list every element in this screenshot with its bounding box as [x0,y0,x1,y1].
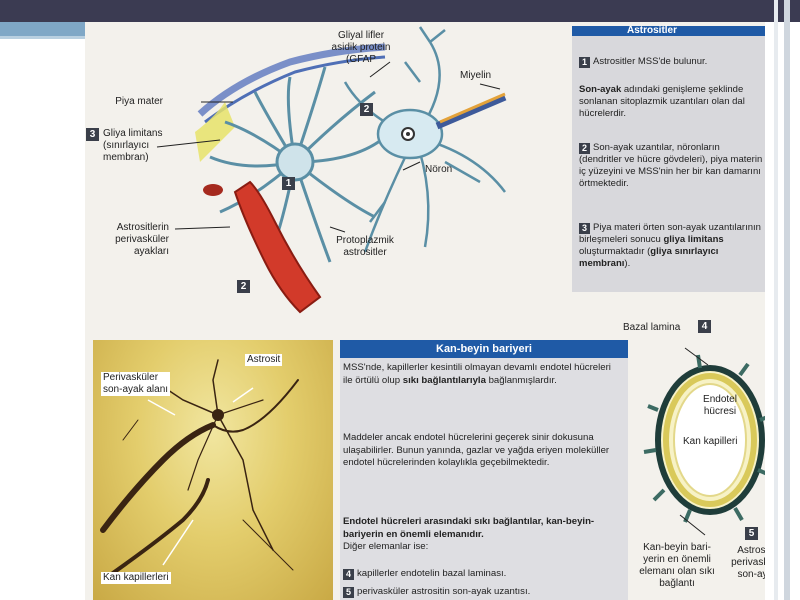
slide-top-bar [0,0,800,22]
callout-1: 1 [282,177,295,190]
label-piya-mater: Piya mater [115,96,163,107]
label-miyelin: Miyelin [460,70,492,81]
label-noron: Nöron [425,164,453,175]
callout-2-top: 2 [360,103,373,116]
capillary-diagram [643,347,765,536]
callout-3: 3 [86,128,99,141]
label-endotel-hucresi: Endotel hücresi [703,394,737,417]
label-kan-beyin-bariyer: Kan-beyin bari- yerin en önemli elemanı … [639,542,715,589]
label-kan-kapillerleri: Kan kapillerleri [101,572,171,584]
blood-brain-barrier-box: Kan-beyin bariyeri MSS'nde, kapillerler … [340,340,628,600]
callout-4: 4 [698,320,711,333]
label-perivaskuler-alan: Perivasküler son-ayak alanı [101,372,171,396]
slide-accent-line [0,36,95,39]
label-kan-kapilleri: Kan kapilleri [683,436,738,447]
bbb-paragraph-2: Maddeler ancak endotel hücrelerini geçer… [343,432,610,468]
info-item-son-ayak: Son-ayak adındaki genişleme şeklinde son… [579,84,745,119]
label-astrosit: Astrosit [245,354,283,366]
astrocyte-diagram [156,26,507,314]
label-astrosit-perivaskuler: Astrosi perivaskü son-ay [731,545,765,580]
label-bazal-lamina: Bazal lamina [623,322,681,333]
slide-accent-bar [0,22,95,36]
label-perivaskuler-ayaklar: Astrositlerin perivasküler ayakları [115,222,169,257]
slide-right-decoration [760,0,800,600]
bbb-paragraph-1: MSS'nde, kapillerler kesintili olmayan d… [343,362,611,386]
label-gliya-limitans: Gliya limitans (sınırlayıcı membran) [103,128,163,163]
callout-2-bottom: 2 [237,280,250,293]
bbb-title: Kan-beyin bariyeri [340,340,628,358]
info-box-title: Astrositler [572,26,765,36]
bbb-body: MSS'nde, kapillerler kesintili olmayan d… [340,358,628,600]
astrocyte-micrograph: Astrosit Perivasküler son-ayak alanı Kan… [93,340,333,600]
textbook-page: Gliyal lifler asidik protein (GFAP Miyel… [85,22,765,600]
label-protoplazmik: Protoplazmik astrositler [336,235,394,258]
callout-5: 5 [745,527,758,540]
bbb-paragraph-3: Endotel hücreleri arasındaki sıkı bağlan… [343,516,595,552]
label-gliyal-lifler: Gliyal lifler asidik protein (GFAP [331,30,391,65]
